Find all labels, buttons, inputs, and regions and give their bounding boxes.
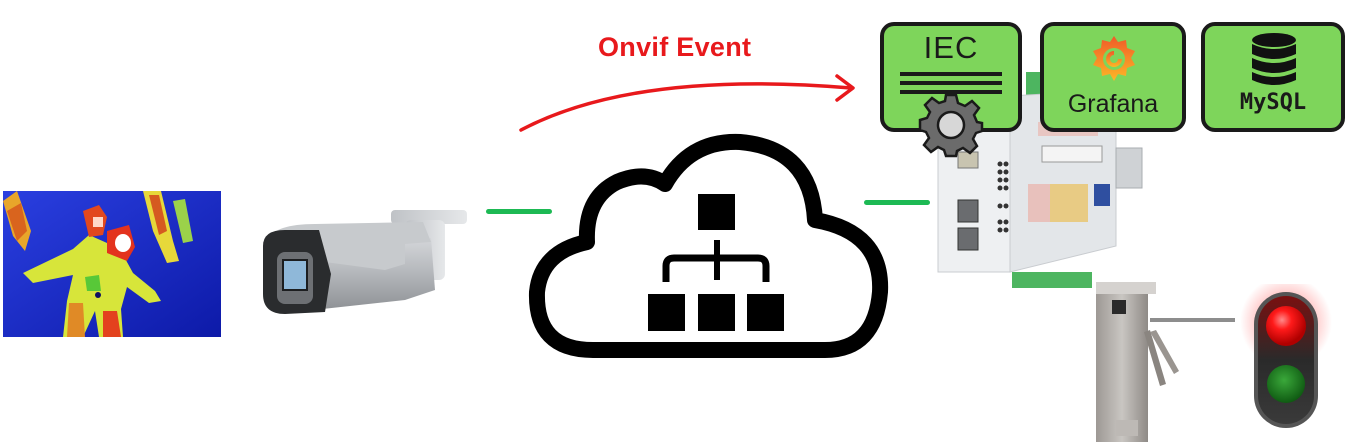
thermal-image-graphic (3, 191, 221, 337)
grafana-label: Grafana (1067, 90, 1159, 118)
event-arrow (515, 60, 865, 140)
cloud-network-icon (528, 133, 889, 358)
event-arrow-icon (519, 74, 855, 132)
bullet-camera-graphic (263, 210, 467, 314)
database-graphic (1252, 33, 1296, 85)
traffic-light-graphic (1240, 276, 1332, 428)
grafana-logo-icon (1090, 34, 1138, 84)
gear-icon (918, 92, 984, 158)
network-cloud (525, 112, 895, 362)
camera-icon (255, 204, 475, 324)
document-lines-icon (900, 72, 1002, 94)
turnstile-icon (1090, 278, 1235, 442)
mysql-label: MySQL (1239, 90, 1307, 115)
mysql-tile: MySQL (1201, 22, 1345, 132)
thermal-image (3, 191, 221, 337)
red-lamp (1266, 306, 1306, 346)
green-lamp (1267, 365, 1305, 403)
iec-label: IEC (923, 30, 979, 65)
turnstile-graphic (1096, 282, 1235, 442)
traffic-light (1236, 276, 1336, 434)
event-label: Onvif Event (598, 32, 752, 62)
grafana-logo-graphic (1093, 36, 1135, 81)
grafana-tile: Grafana (1040, 22, 1186, 132)
connector-cloud-controller (864, 200, 930, 205)
database-icon (1249, 32, 1299, 88)
connector-camera-cloud (486, 209, 552, 214)
gear-graphic (918, 93, 984, 158)
